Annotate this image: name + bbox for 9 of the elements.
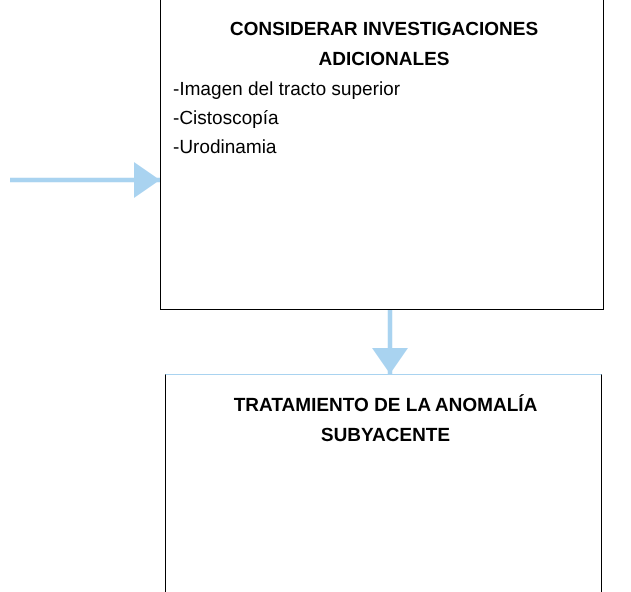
arrow — [10, 162, 160, 198]
box-heading: TRATAMIENTO DE LA ANOMALÍA SUBYACENTE — [232, 393, 538, 448]
list-item: -Urodinamia — [173, 136, 278, 160]
arrow — [372, 310, 408, 374]
box-heading: CONSIDERAR INVESTIGACIONES ADICIONALES — [228, 18, 540, 72]
list-item: -Cistoscopía — [173, 107, 280, 131]
process-box — [165, 374, 602, 592]
process-box — [160, 0, 604, 310]
list-item: -Imagen del tracto superior — [173, 78, 402, 102]
